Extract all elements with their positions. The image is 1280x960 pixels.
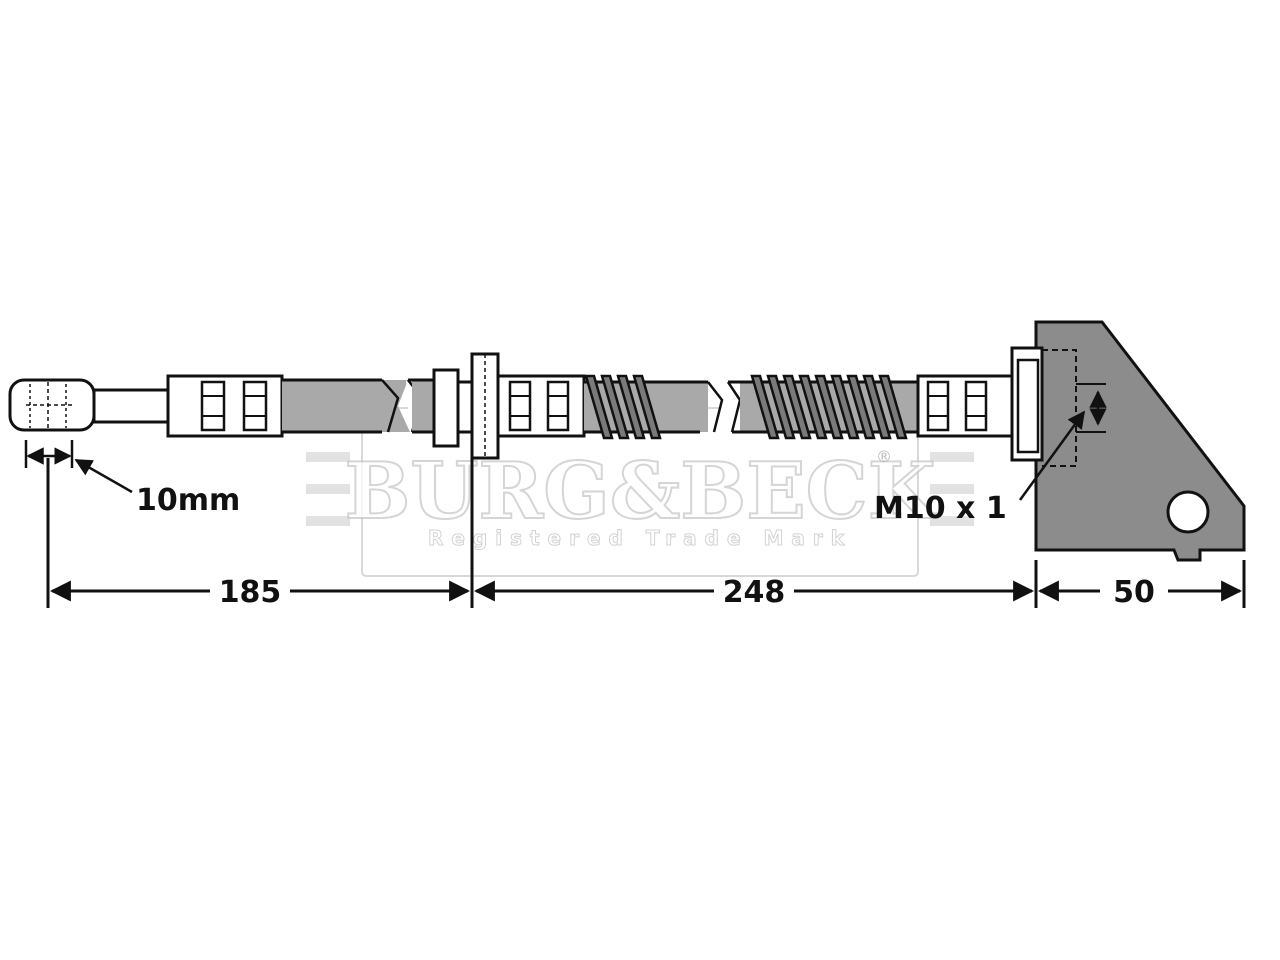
- watermark: BURG&BECK ® Registered Trade Mark: [306, 407, 974, 577]
- mounting-bracket: [1010, 320, 1246, 562]
- right-end-fitting: [916, 374, 1014, 438]
- spring-coil: [632, 374, 662, 440]
- spring-coil: [616, 374, 646, 440]
- spring-coil: [830, 374, 860, 440]
- bracket-mounting-hole: [1166, 490, 1210, 534]
- dimension-lines: [46, 456, 1246, 608]
- left-end-fitting: [8, 374, 284, 438]
- spring-coil: [750, 374, 780, 440]
- spring-coil: [584, 374, 614, 440]
- fitting-width-label: 10mm: [136, 483, 240, 518]
- spring-coil: [798, 374, 828, 440]
- watermark-subtitle: Registered Trade Mark: [428, 526, 852, 550]
- spring-coil: [766, 374, 796, 440]
- dimension-50: 50: [1113, 575, 1155, 610]
- spring-coil: [878, 374, 908, 440]
- spring-coil: [600, 374, 630, 440]
- fitting-width-callout: [24, 440, 133, 494]
- watermark-registered-mark: ®: [876, 447, 892, 466]
- spring-coil: [862, 374, 892, 440]
- spring-coil: [846, 374, 876, 440]
- watermark-brand: BURG&BECK: [344, 446, 938, 537]
- spring-guard-1: [584, 374, 662, 440]
- bracket-plate: [1034, 320, 1246, 562]
- watermark-right-bars: [930, 452, 974, 526]
- bulkhead-fitting: [432, 352, 586, 460]
- hex-nut: [432, 368, 460, 448]
- thread-callout: [1018, 410, 1086, 501]
- metal-pipe: [92, 388, 170, 424]
- banjo-eye: [8, 378, 96, 432]
- spring-coil: [782, 374, 812, 440]
- watermark-left-bars: [306, 452, 350, 526]
- dimension-248: 248: [723, 575, 786, 610]
- dimension-185: 185: [219, 575, 282, 610]
- spring-coil: [814, 374, 844, 440]
- hose-section-1: [282, 378, 434, 434]
- thread-label: M10 x 1: [874, 491, 1007, 526]
- spring-guard-2: [750, 374, 908, 440]
